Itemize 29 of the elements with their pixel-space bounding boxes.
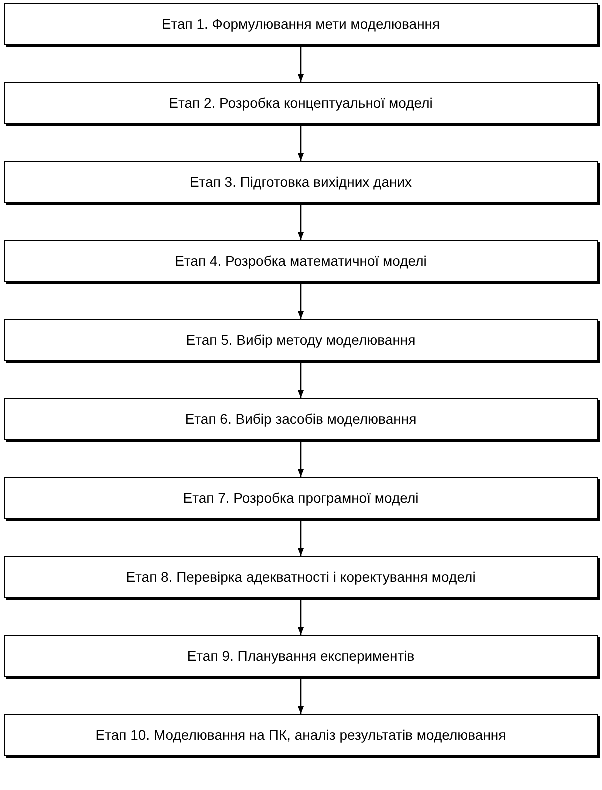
stage-label: Етап 8. Перевірка адекватності і коректування моделі (126, 568, 476, 587)
arrow (298, 282, 304, 319)
stage-box (4, 161, 598, 203)
stage-label: Етап 6. Вибір засобів моделювання (185, 410, 417, 429)
arrow (298, 45, 304, 82)
arrow (298, 124, 304, 161)
arrow (298, 361, 304, 398)
stage-label: Етап 2. Розробка концептуальної моделі (169, 94, 433, 113)
stage-box (4, 398, 598, 440)
stage-box (4, 3, 598, 45)
stage-box (4, 319, 598, 361)
stage-box (4, 714, 598, 756)
arrow (298, 598, 304, 635)
stage-label: Етап 7. Розробка програмної моделі (183, 488, 419, 508)
stage-box (4, 556, 598, 598)
arrow (298, 519, 304, 556)
stage-label: Етап 9. Планування експериментів (187, 646, 415, 666)
stage-box (4, 477, 598, 519)
stage-box (4, 635, 598, 677)
stage-label: Етап 10. Моделювання на ПК, аналіз результатів моделювання (96, 726, 506, 745)
arrow (298, 203, 304, 240)
stage-box (4, 240, 598, 282)
stage-label: Етап 1. Формулювання мети моделювання (162, 14, 440, 34)
arrow (298, 677, 304, 714)
stage-label: Етап 4. Розробка математичної моделі (175, 252, 427, 271)
stage-label: Етап 5. Вибір методу моделювання (186, 330, 416, 350)
stage-label: Етап 3. Підготовка вихідних даних (190, 172, 412, 192)
stage-box (4, 82, 598, 124)
arrow (298, 440, 304, 477)
